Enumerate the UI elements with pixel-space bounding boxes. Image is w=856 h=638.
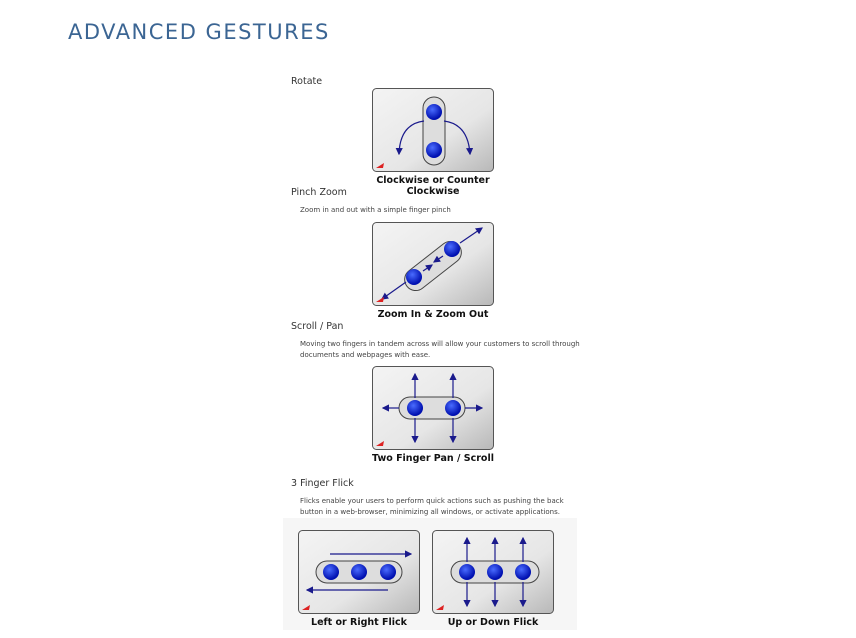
pinch-gesture-image	[372, 222, 494, 306]
up-down-flick-caption: Up or Down Flick	[447, 617, 539, 628]
rotate-caption: Clockwise or Counter Clockwise	[376, 175, 490, 197]
page-title: ADVANCED GESTURES	[68, 20, 330, 44]
scroll-heading: Scroll / Pan	[291, 321, 344, 332]
left-right-flick-caption: Left or Right Flick	[311, 617, 407, 628]
pinch-caption: Zoom In & Zoom Out	[377, 309, 489, 320]
up-down-flick-image	[432, 530, 554, 614]
scroll-gesture-image	[372, 366, 494, 450]
pinch-heading: Pinch Zoom	[291, 187, 347, 198]
rotate-gesture-image	[372, 88, 494, 172]
flick-description: Flicks enable your users to perform quic…	[300, 497, 564, 516]
flick-heading: 3 Finger Flick	[291, 478, 354, 489]
scroll-description: Moving two fingers in tandem across will…	[300, 340, 580, 359]
rotate-heading: Rotate	[291, 76, 323, 87]
left-right-flick-image	[298, 530, 420, 614]
scroll-caption: Two Finger Pan / Scroll	[372, 453, 494, 464]
pinch-description: Zoom in and out with a simple finger pin…	[300, 206, 451, 214]
